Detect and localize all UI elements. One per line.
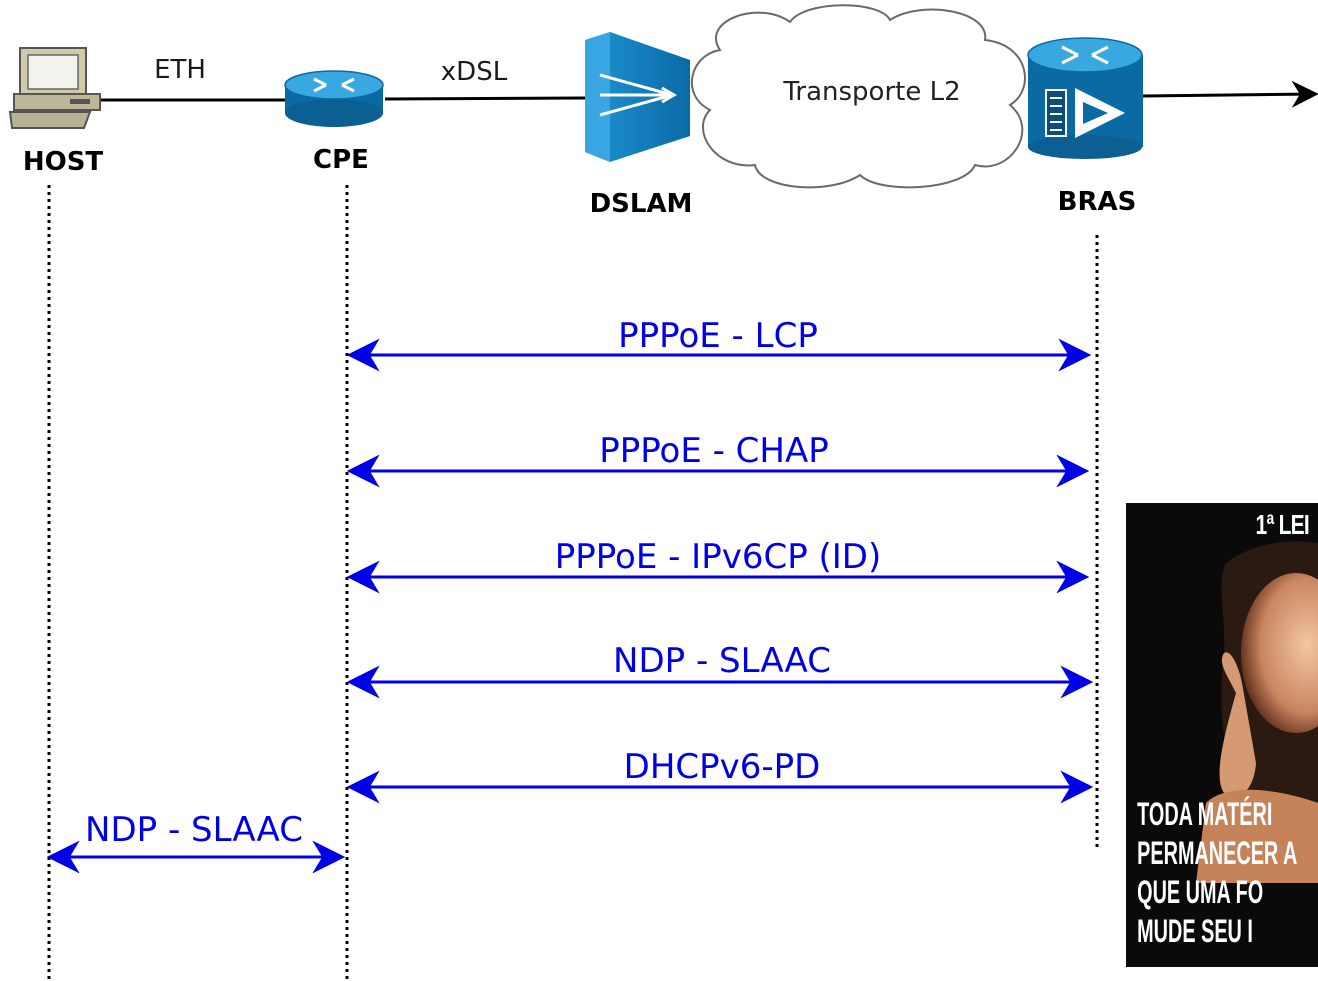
meme-caption-line: TODA MATÉRI <box>1137 796 1273 832</box>
meme-portrait-illustration <box>1126 503 1318 967</box>
message-ndp-slaac-host: NDP - SLAAC <box>46 810 346 874</box>
message-pppoe-lcp: PPPoE - LCP <box>346 316 1092 372</box>
cpe-router-icon <box>284 70 384 127</box>
dslam-label: DSLAM <box>590 189 693 219</box>
meme-image: 1ª LEI TODA MATÉRI PERMANECER A QUE UMA … <box>1126 503 1318 967</box>
message-label: PPPoE - LCP <box>618 316 818 356</box>
message-dhcpv6-pd: DHCPv6-PD <box>346 747 1094 804</box>
bras-icon <box>1027 37 1143 159</box>
dslam-icon <box>585 32 690 162</box>
message-label: DHCPv6-PD <box>624 747 821 787</box>
meme-caption-line: PERMANECER A <box>1137 835 1298 871</box>
message-pppoe-chap: PPPoE - CHAP <box>346 431 1090 488</box>
meme-caption: TODA MATÉRI PERMANECER A QUE UMA FO MUDE… <box>1126 795 1298 951</box>
meme-caption-line: QUE UMA FO <box>1137 874 1264 910</box>
message-label: NDP - SLAAC <box>613 641 831 681</box>
xdsl-label: xDSL <box>441 57 508 87</box>
meme-caption-line: MUDE SEU I <box>1137 913 1253 949</box>
host-computer-icon <box>8 47 101 129</box>
meme-title: 1ª LEI <box>1255 509 1310 540</box>
cpe-label: CPE <box>313 145 369 175</box>
transport-cloud: Transporte L2 <box>691 4 1026 189</box>
host-label: HOST <box>23 147 104 177</box>
uplink-line <box>1141 80 1318 108</box>
eth-label: ETH <box>154 55 206 85</box>
bras-label: BRAS <box>1058 187 1137 217</box>
cloud-label: Transporte L2 <box>782 77 960 107</box>
message-pppoe-ipv6cp: PPPoE - IPv6CP (ID) <box>346 537 1090 594</box>
message-label: NDP - SLAAC <box>85 810 303 850</box>
message-ndp-slaac-bras: NDP - SLAAC <box>346 641 1094 699</box>
message-label: PPPoE - CHAP <box>599 431 829 471</box>
xdsl-link-line <box>384 96 586 101</box>
message-label: PPPoE - IPv6CP (ID) <box>555 537 882 577</box>
